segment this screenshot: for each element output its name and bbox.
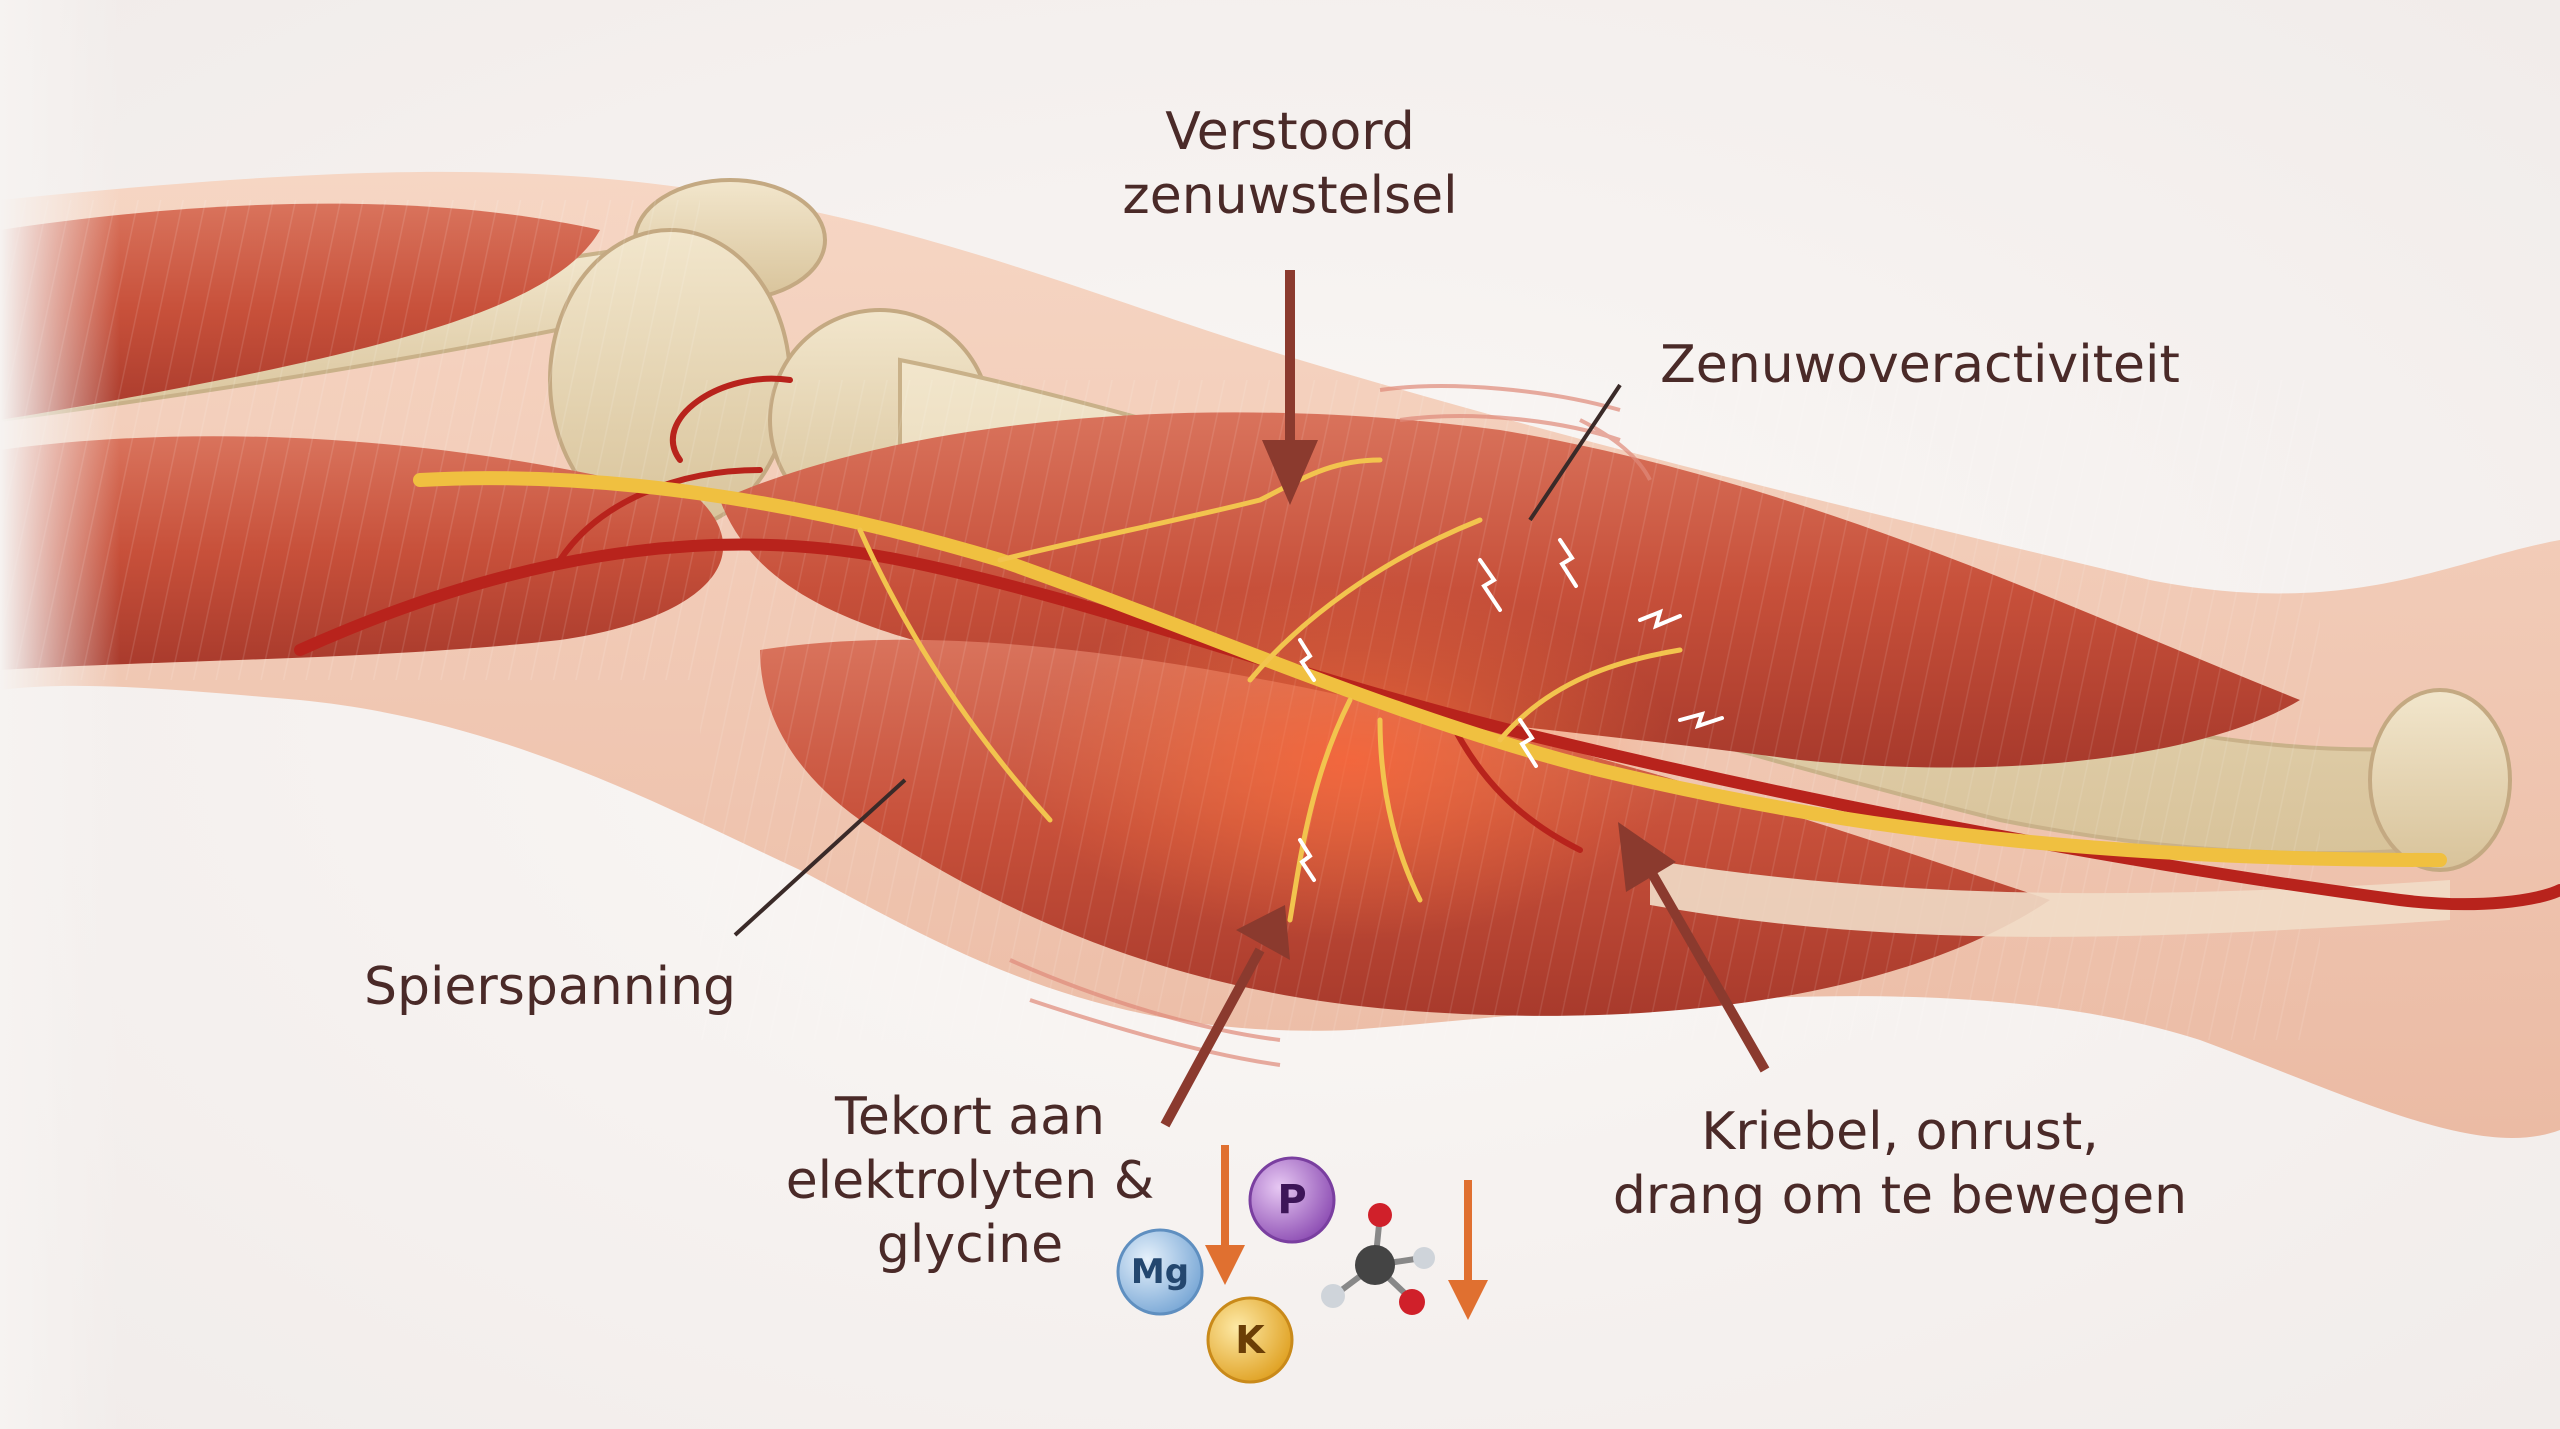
label-line: zenuwstelsel [1122, 166, 1458, 226]
label-line: Spierspanning [363, 957, 737, 1017]
inflammation-glow [1020, 580, 1680, 940]
phosphorus-ion-icon [1248, 1156, 1336, 1244]
arrow-disturbed-nervous-system [1262, 270, 1318, 505]
label-deficiency: Tekort aan elektrolyten & glycine [770, 1085, 1170, 1277]
molecule-icon [1321, 1203, 1435, 1315]
blood-vessel-main [294, 538, 2560, 911]
arrow-restlessness [1618, 822, 1770, 1073]
label-line: Zenuwoveractiviteit [1660, 335, 2180, 395]
potassium-ion-icon [1206, 1296, 1294, 1384]
label-line: Tekort aan [835, 1087, 1105, 1147]
down-arrow-icon [1205, 1145, 1245, 1285]
label-restlessness: Kriebel, onrust, drang om te bewegen [1600, 1100, 2200, 1228]
potassium-ion-label: K [1235, 1318, 1265, 1362]
leader-nerve-overactivity [1528, 383, 1622, 522]
tendon [1650, 860, 2450, 937]
magnesium-ion-label: Mg [1130, 1252, 1190, 1292]
phosphorus-ion-label: P [1277, 1177, 1307, 1223]
label-line: drang om te bewegen [1612, 1166, 2188, 1226]
label-line: Verstoord [1165, 102, 1415, 162]
nerve-main [413, 471, 2447, 867]
magnesium-ion-icon [1116, 1228, 1204, 1316]
leader-muscle-tension [733, 778, 907, 937]
down-arrow-icon [1448, 1180, 1488, 1320]
spark-marks [1298, 538, 1724, 882]
label-line: elektrolyten & [785, 1151, 1155, 1211]
arrow-deficiency [1160, 905, 1290, 1128]
label-line: Kriebel, onrust, [1701, 1102, 2099, 1162]
ankle-bone [2368, 688, 2512, 872]
label-line: glycine [876, 1215, 1064, 1275]
label-disturbed-nervous-system: Verstoord zenuwstelsel [1080, 100, 1500, 228]
label-nerve-overactivity: Zenuwoveractiviteit [1640, 333, 2200, 397]
nerve-branches [857, 457, 1683, 923]
label-muscle-tension: Spierspanning [340, 955, 760, 1019]
